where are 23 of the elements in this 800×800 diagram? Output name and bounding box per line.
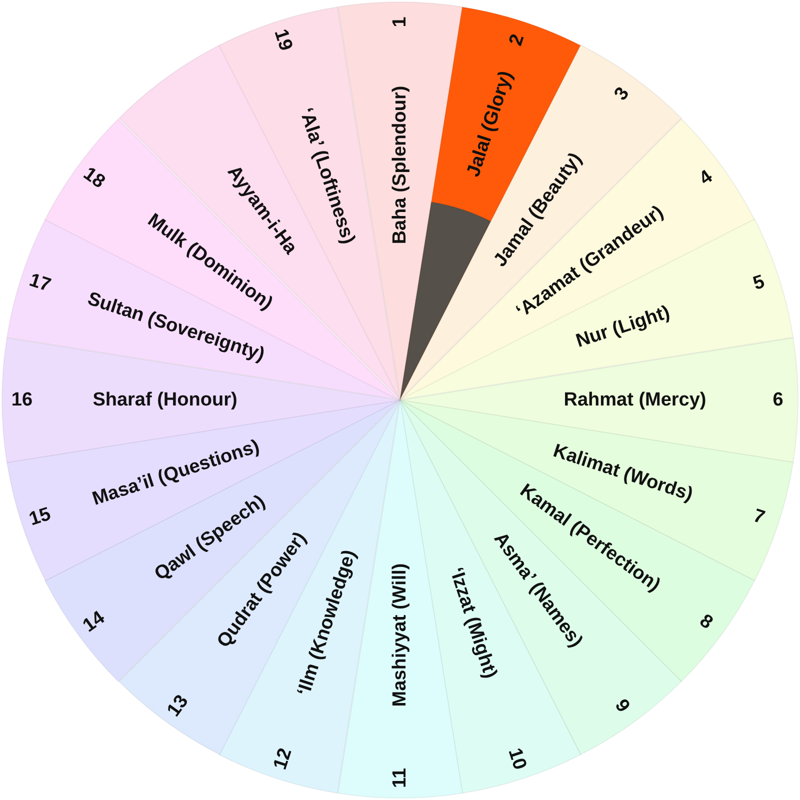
- month-number: 10: [504, 746, 530, 772]
- month-number: 15: [28, 504, 54, 530]
- month-name: Rahmat (Mercy): [564, 390, 706, 410]
- month-number: 11: [390, 768, 410, 788]
- month-number: 13: [164, 692, 192, 720]
- month-number: 8: [696, 611, 716, 633]
- month-number: 17: [28, 270, 54, 296]
- month-number: 2: [506, 32, 528, 48]
- month-number: 19: [270, 28, 296, 54]
- month-number: 14: [80, 608, 108, 636]
- month-number: 12: [270, 746, 296, 772]
- month-name: Baha (Splendour): [390, 86, 410, 244]
- month-number: 5: [752, 272, 768, 294]
- month-number: 7: [752, 506, 768, 528]
- month-number: 9: [611, 696, 633, 716]
- month-name: Sharaf (Honour): [92, 390, 238, 410]
- month-number: 18: [80, 164, 108, 192]
- month-number: 6: [772, 390, 784, 410]
- month-number: 3: [611, 84, 633, 104]
- month-number: 16: [11, 390, 33, 410]
- month-number: 4: [696, 167, 716, 189]
- month-name: Mashiyyat (Will): [390, 563, 410, 707]
- month-number: 1: [390, 16, 410, 28]
